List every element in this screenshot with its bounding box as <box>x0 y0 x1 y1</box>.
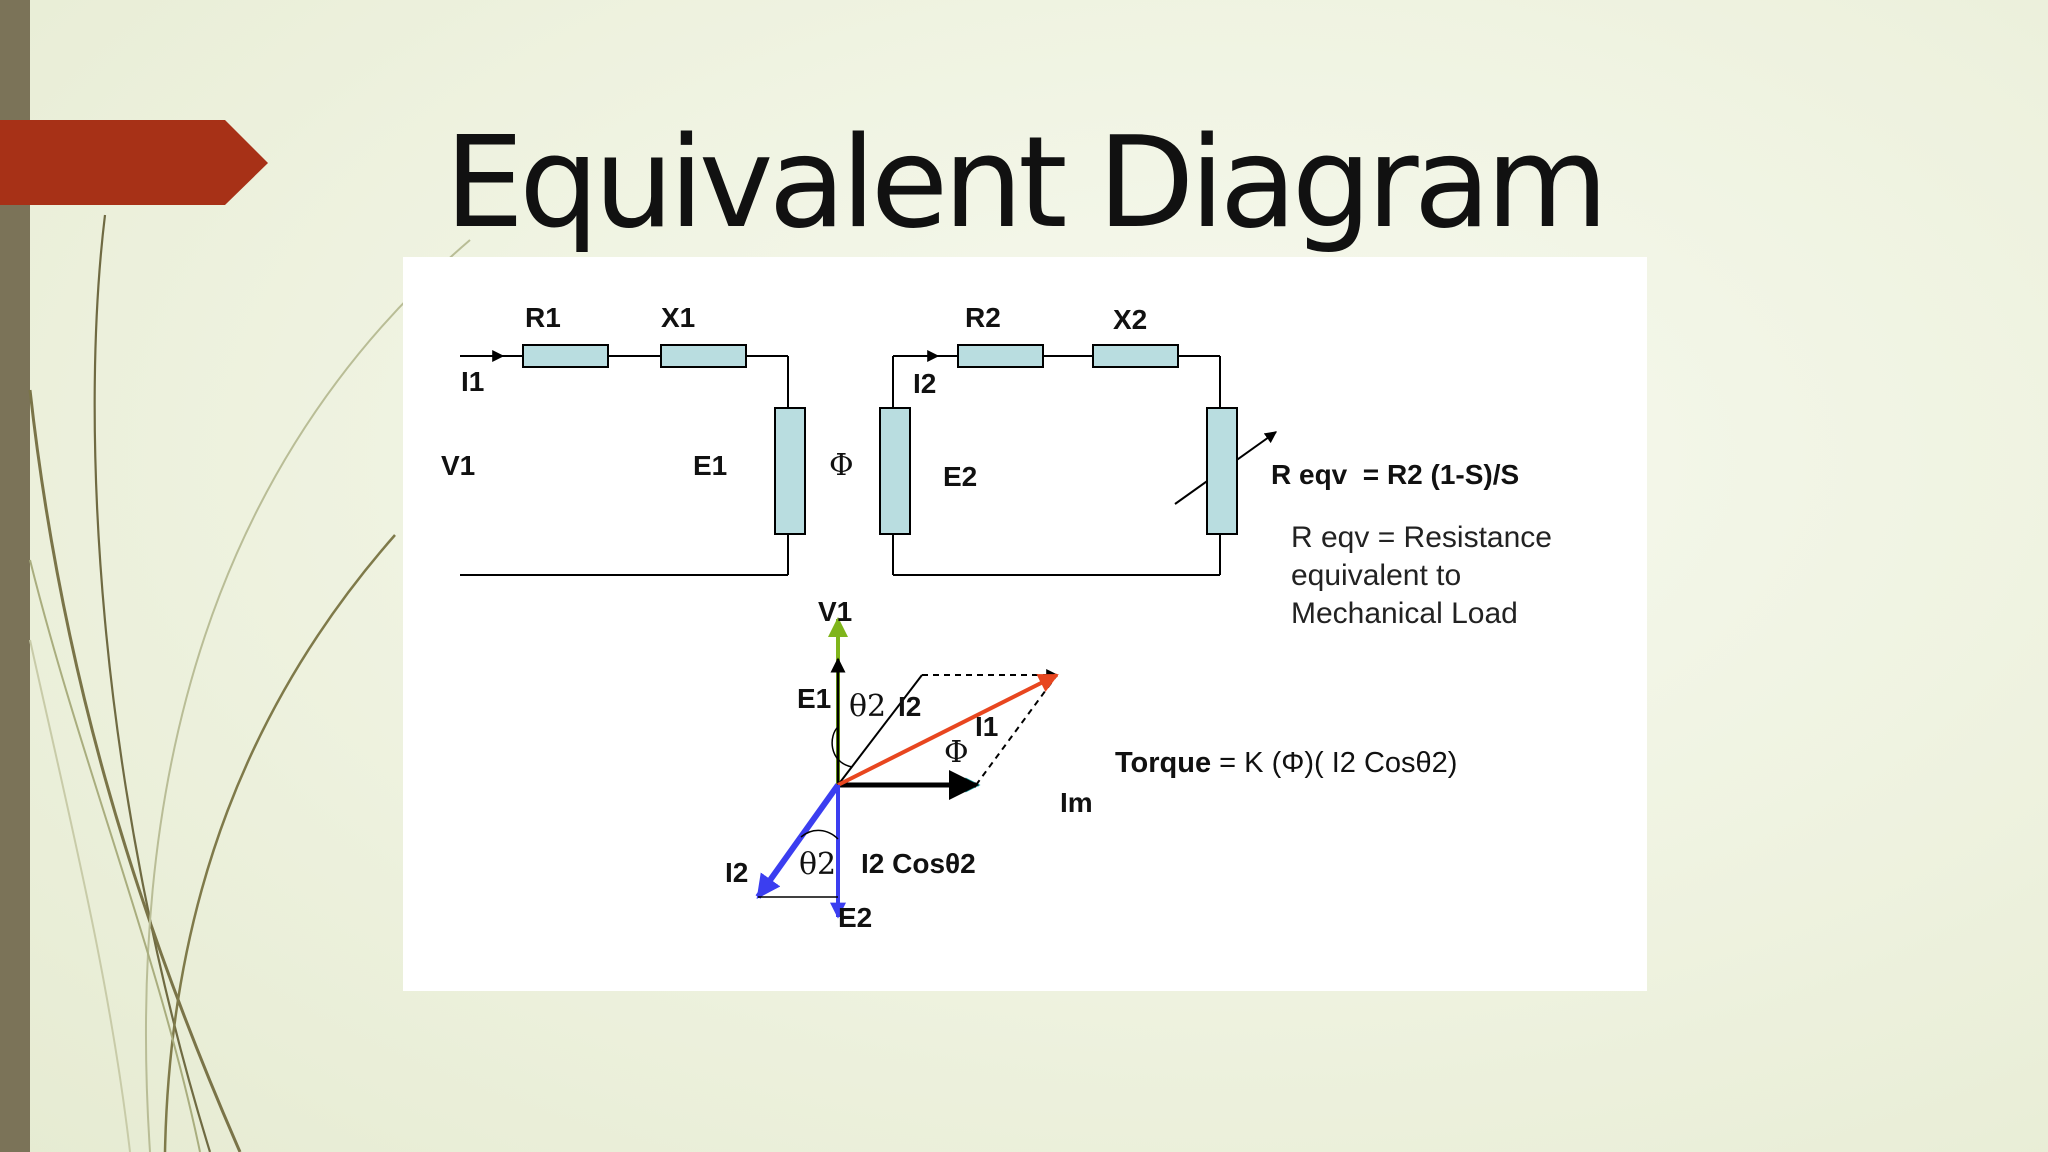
phasor-label-e1: E1 <box>797 683 831 714</box>
resistor-r2 <box>957 344 1044 368</box>
primary-circuit <box>460 350 789 576</box>
label-r2: R2 <box>965 302 1001 333</box>
req-note-line-2: equivalent to <box>1291 559 1461 592</box>
label-v1: V1 <box>441 450 475 481</box>
label-x1: X1 <box>661 302 695 333</box>
phasor-label-i2-top: I2 <box>898 691 921 722</box>
torque-word: Torque <box>1115 747 1211 779</box>
phasor-label-i2cos: I2 Cosθ2 <box>861 848 976 879</box>
torque-equation: Torque = K (Φ)( I2 Cosθ2) <box>1115 747 1457 779</box>
label-flux: Φ <box>829 448 854 483</box>
variable-resistor-req <box>1206 407 1238 535</box>
title-accent-tab <box>0 120 268 205</box>
winding-e1 <box>774 407 806 535</box>
winding-e2 <box>879 407 911 535</box>
label-i1: I1 <box>461 366 484 397</box>
phasor-label-theta2-bottom: θ2 <box>799 847 836 882</box>
req-note-line-1: R eqv = Resistance <box>1291 521 1552 554</box>
angle-arc-bottom <box>800 829 839 840</box>
label-e2: E2 <box>943 461 977 492</box>
reactance-x2 <box>1092 344 1179 368</box>
phasor-i2 <box>755 783 841 899</box>
label-e1: E1 <box>693 450 727 481</box>
req-note-line-3: Mechanical Load <box>1291 597 1518 630</box>
label-i2: I2 <box>913 368 936 399</box>
phasor-label-i2-bottom: I2 <box>725 857 748 888</box>
phasor-label-im: Im <box>1060 787 1093 818</box>
phasor-label-theta2-top: θ2 <box>849 689 886 724</box>
phasor-diagram <box>755 617 1059 919</box>
angle-arc-top <box>831 726 853 768</box>
torque-formula: = K (Φ)( I2 Cosθ2) <box>1211 747 1457 779</box>
resistor-r1 <box>522 344 609 368</box>
label-x2: X2 <box>1113 304 1147 335</box>
slide-title: Equivalent Diagram <box>444 109 1608 256</box>
phasor-label-v1: V1 <box>818 596 852 627</box>
phasor-label-flux: Φ <box>944 735 969 770</box>
phasor-i1 <box>837 673 1059 787</box>
reactance-x1 <box>660 344 747 368</box>
label-r1: R1 <box>525 302 561 333</box>
phasor-label-e2: E2 <box>838 902 872 933</box>
phasor-label-i1: I1 <box>975 711 998 742</box>
circuit-and-phasor-diagram: R1 X1 I1 V1 E1 Φ R2 X2 I2 E2 R eqv = R2 … <box>441 302 1552 933</box>
diagram-panel: R1 X1 I1 V1 E1 Φ R2 X2 I2 E2 R eqv = R2 … <box>403 257 1647 991</box>
req-formula: R eqv = R2 (1-S)/S <box>1271 459 1519 490</box>
